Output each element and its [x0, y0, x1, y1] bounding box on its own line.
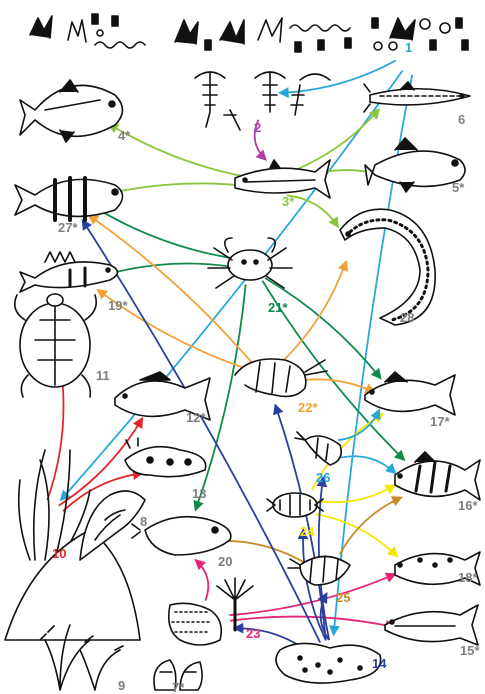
label-organism-17: 17*	[430, 414, 450, 429]
label-organism-14: 14	[372, 656, 387, 671]
label-organism-6: 6	[458, 112, 465, 127]
label-organism-22: 22*	[298, 400, 318, 415]
link-24-to-16	[318, 485, 395, 502]
link-3-to-28	[287, 195, 338, 226]
label-organism-18: 18*	[458, 570, 478, 585]
label-organism-24: 24	[300, 524, 315, 539]
link-3-to-6	[286, 110, 378, 174]
label-organism-21: 21*	[268, 300, 288, 315]
link-22-to-28	[281, 262, 346, 363]
link-23-to-20	[196, 560, 208, 600]
copepod-drawing	[195, 72, 330, 130]
mysid-drawing	[295, 432, 341, 465]
label-organism-20: 20	[218, 554, 232, 569]
label-organism-5: 5*	[452, 180, 465, 195]
label-organism-4: 4*	[118, 128, 131, 143]
link-25-to-16	[340, 498, 401, 555]
label-organism-15: 15*	[460, 643, 480, 658]
label-organism-11: 11	[96, 368, 110, 383]
snapper-drawing	[365, 372, 455, 415]
label-organism-1: 1	[405, 40, 412, 55]
link-10-to-11	[47, 376, 63, 500]
link-1-to-2	[280, 60, 396, 93]
scorpionfish-drawing	[20, 252, 118, 292]
label-organism-27: 27*	[58, 220, 78, 235]
link-1-to-10	[61, 71, 402, 500]
sea-slug-drawing	[125, 438, 206, 477]
label-organism-10: 10	[52, 546, 66, 561]
label-organism-3: 3*	[282, 194, 295, 209]
link-21-to-19	[101, 263, 230, 276]
label-organism-12: 12*	[186, 410, 206, 425]
label-organism-13: 13	[192, 486, 206, 501]
label-organism-16: 16*	[458, 498, 478, 513]
anchovy-drawing	[235, 160, 330, 198]
label-organism-2: 2	[254, 120, 261, 135]
eel-drawing	[340, 209, 435, 325]
link-3-to-4	[109, 124, 251, 178]
detritus-drawing	[276, 643, 381, 683]
shrimp-drawing	[235, 359, 327, 396]
spotted-fish-drawing	[395, 452, 480, 500]
amphipod-drawing	[288, 556, 350, 585]
isopod-drawing	[267, 493, 323, 517]
label-organism-8: 8	[140, 514, 147, 529]
label-organism-26: 26	[316, 470, 330, 485]
label-organism-19: 19*	[108, 298, 128, 313]
label-organism-25: 25	[336, 590, 350, 605]
label-organism-28: 28	[400, 310, 414, 325]
link-24-to-18	[316, 514, 397, 556]
bass-drawing	[365, 138, 465, 192]
label-organism-9: 9	[118, 678, 125, 693]
phytoplankton-drawing	[30, 14, 468, 52]
link-21-to-27	[94, 207, 231, 258]
link-26-to-16	[341, 456, 395, 473]
label-organism-7: 7*	[172, 680, 185, 694]
mullet-drawing	[385, 605, 478, 645]
jack-fish-drawing	[20, 80, 123, 142]
turtle-drawing	[15, 294, 96, 397]
label-organism-23: 23	[246, 626, 260, 641]
crab-drawing	[208, 238, 292, 288]
polychaete-drawing	[169, 578, 253, 645]
barracuda-drawing	[364, 82, 470, 112]
